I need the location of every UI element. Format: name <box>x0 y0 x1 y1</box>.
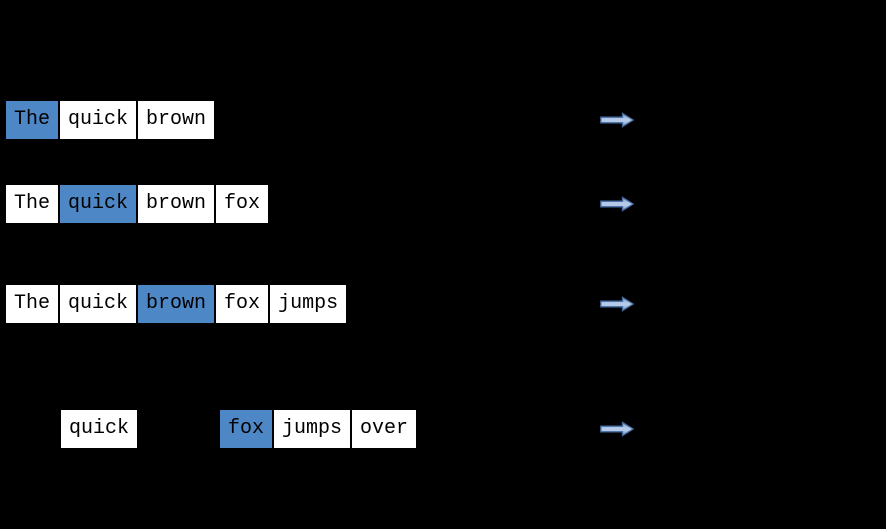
word-box: over <box>351 409 418 449</box>
word-box: quick <box>60 409 139 449</box>
word-box: jumps <box>273 409 352 449</box>
right-arrow-icon <box>600 421 634 437</box>
word-box: The <box>5 184 60 224</box>
word-box: brown <box>137 100 216 140</box>
word-box: fox <box>215 184 270 224</box>
word-box-highlighted: fox <box>219 409 274 449</box>
right-arrow-icon <box>600 296 634 312</box>
word-box: jumps <box>269 284 348 324</box>
word-box-highlighted: brown <box>137 284 216 324</box>
word-box: The <box>5 284 60 324</box>
right-arrow-icon <box>600 112 634 128</box>
word-box-highlighted: quick <box>59 184 138 224</box>
word-box: fox <box>215 284 270 324</box>
word-group: quick <box>60 409 139 449</box>
word-box: brown <box>137 184 216 224</box>
right-arrow-icon <box>600 196 634 212</box>
word-box: quick <box>59 100 138 140</box>
word-box-highlighted: The <box>5 100 60 140</box>
word-box: quick <box>59 284 138 324</box>
